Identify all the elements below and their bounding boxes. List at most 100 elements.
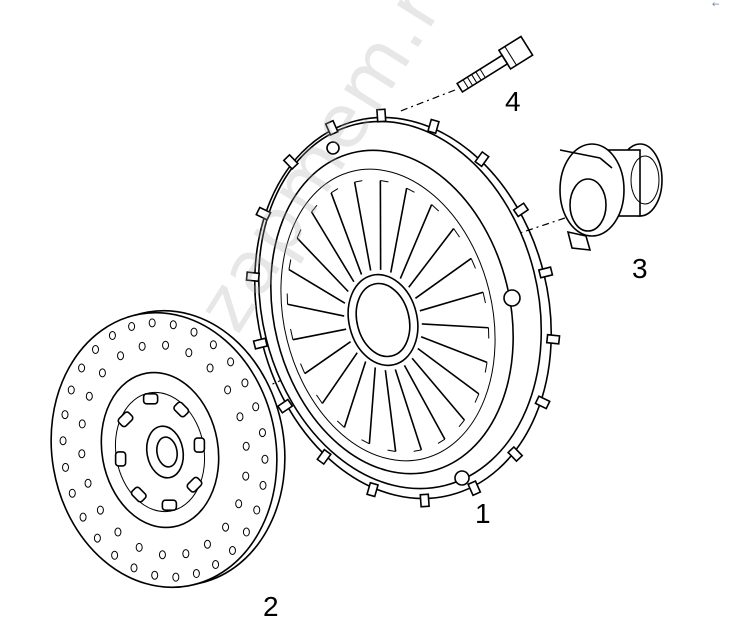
spring-finger <box>394 369 423 451</box>
rivet-hole <box>172 572 180 582</box>
rivet-hole <box>128 321 136 331</box>
rivet-hole <box>96 505 104 515</box>
spring-finger <box>310 211 355 283</box>
spring-finger <box>353 181 372 271</box>
spring-finger-tip <box>470 258 476 269</box>
rivet-hole <box>68 488 76 498</box>
spring-finger-tip <box>387 449 396 452</box>
pressure-plate <box>245 108 561 508</box>
rim-tab <box>376 108 387 123</box>
spring-finger <box>287 303 345 317</box>
corner-mark: ← <box>712 0 720 10</box>
rivet-hole <box>135 542 143 552</box>
rivet-hole <box>190 327 198 337</box>
rivet-hole <box>259 480 267 490</box>
spring-finger <box>304 341 352 375</box>
rim-tab <box>474 150 490 168</box>
rivet-hole <box>222 522 230 532</box>
rivet-hole <box>158 550 166 560</box>
rivet-hole <box>242 441 250 451</box>
spring-finger-tip <box>406 187 415 193</box>
spring-finger-tip <box>354 180 363 183</box>
callout-bolt: 4 <box>505 86 521 117</box>
rivet-hole <box>98 368 106 378</box>
spring-finger-tip <box>316 394 323 404</box>
spring-finger <box>389 188 408 273</box>
rim-tab <box>537 266 554 279</box>
rivet-hole <box>61 410 69 420</box>
spring-finger <box>419 291 484 312</box>
spring-finger-tip <box>311 204 318 213</box>
spring-finger-tip <box>431 204 440 212</box>
rim-tab <box>506 445 524 463</box>
damper-spring <box>130 486 147 503</box>
damper-spring <box>117 411 134 428</box>
rim-tab <box>419 493 430 508</box>
rivet-hole <box>138 341 146 351</box>
spring-finger <box>408 228 455 288</box>
spring-finger <box>292 328 347 341</box>
rivet-hole <box>224 385 232 395</box>
spring-finger <box>343 361 367 428</box>
rivet-hole <box>241 378 249 388</box>
rivet-hole <box>228 545 236 555</box>
spring-finger <box>420 336 488 364</box>
rivet-hole <box>185 348 193 358</box>
rim-tab <box>366 481 380 498</box>
rim-tab <box>467 479 482 497</box>
rivet-hole <box>236 412 244 422</box>
rivet-hole <box>151 570 159 580</box>
spring-finger-tip <box>474 393 480 403</box>
rivet-hole <box>192 569 200 579</box>
rivet-hole <box>258 428 266 438</box>
rivet-hole <box>203 539 211 549</box>
damper-spring <box>161 499 178 511</box>
rivet-hole <box>252 402 260 412</box>
rivet-hole <box>84 478 92 488</box>
damper-spring <box>173 401 190 418</box>
spring-finger-tip <box>380 180 389 183</box>
rivet-hole <box>85 391 93 401</box>
damper-spring <box>186 476 203 493</box>
callout-pressure-plate: 1 <box>475 498 491 529</box>
rivet-hole <box>59 436 67 446</box>
callout-release-bearing: 3 <box>632 253 648 284</box>
spring-finger <box>288 268 346 304</box>
spring-finger-tip <box>330 188 339 194</box>
spring-finger <box>399 204 433 279</box>
rivet-hole <box>111 550 119 560</box>
rivet-hole <box>212 560 220 570</box>
spring-finger-tip <box>437 438 446 444</box>
callout-clutch-disc: 2 <box>263 591 279 622</box>
spring-finger <box>384 370 397 452</box>
rivet-hole <box>242 527 250 537</box>
rivet-hole <box>67 385 75 395</box>
rim-tab <box>534 395 551 410</box>
rivet-hole <box>227 357 235 367</box>
rivet-hole <box>78 449 86 459</box>
rivet-hole <box>92 345 100 355</box>
spring-finger-tip <box>296 229 302 239</box>
rivet-hole <box>169 320 177 330</box>
spring-finger-tip <box>361 439 370 445</box>
damper-spring <box>193 437 206 453</box>
rivet-hole <box>108 330 116 340</box>
spring-finger <box>321 352 358 404</box>
rivet-hole <box>242 471 250 481</box>
rivet-hole <box>261 454 269 464</box>
rivet-hole <box>114 527 122 537</box>
rim-tab <box>512 202 530 218</box>
rim-tab <box>252 337 269 350</box>
rim-tab <box>282 153 300 171</box>
spring-finger-tip <box>300 363 306 374</box>
rim-tab <box>316 448 332 466</box>
rivet-hole <box>182 549 190 559</box>
rivet-hole <box>79 512 87 522</box>
spring-finger <box>330 192 363 275</box>
spring-finger-tip <box>482 292 486 304</box>
rivet-hole <box>78 419 86 429</box>
rim-tab <box>545 333 561 345</box>
rivet-hole <box>209 340 217 350</box>
spring-finger <box>414 257 472 299</box>
spring-finger-tip <box>336 420 345 428</box>
